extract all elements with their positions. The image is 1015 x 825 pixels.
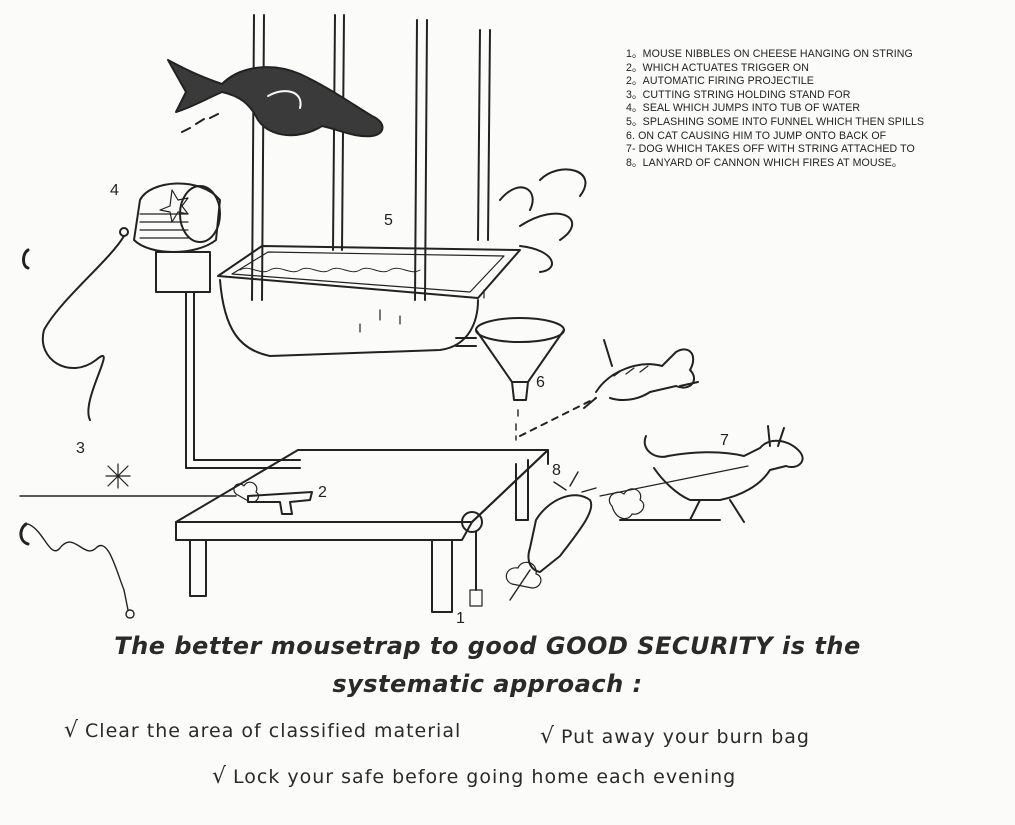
- checklist-item-1: √Clear the area of classified material: [64, 718, 461, 743]
- cannon-drawing: [506, 472, 596, 600]
- label-2: 2: [318, 484, 327, 501]
- step-item: 8。LANYARD OF CANNON WHICH FIRES AT MOUSE…: [626, 156, 903, 169]
- headline-line-1: The better mousetrap to good GOOD SECURI…: [114, 632, 861, 660]
- checkmark-icon: √: [212, 764, 228, 789]
- support-poles: [252, 15, 490, 300]
- step-item: 6. ON CAT CAUSING HIM TO JUMP ONTO BACK …: [626, 129, 887, 142]
- funnel: [456, 318, 564, 440]
- label-7: 7: [720, 432, 729, 449]
- checkmark-icon: √: [540, 724, 556, 749]
- label-3: 3: [76, 440, 85, 457]
- step-item: 3。CUTTING STRING HOLDING STAND FOR: [626, 88, 851, 101]
- step-item: 4。SEAL WHICH JUMPS INTO TUB OF WATER: [626, 102, 861, 115]
- stand-cylinder: [43, 183, 300, 468]
- headline-line-2: systematic approach :: [332, 670, 643, 698]
- label-5: 5: [384, 212, 393, 229]
- spark-drawing: [106, 464, 130, 488]
- label-8: 8: [552, 462, 561, 479]
- cat-drawing: [520, 340, 698, 436]
- water-tub: [218, 169, 585, 356]
- step-item: 1。MOUSE NIBBLES ON CHEESE HANGING ON STR…: [626, 48, 913, 60]
- table-drawing: [176, 450, 548, 612]
- step-item: 2。AUTOMATIC FIRING PROJECTILE: [626, 75, 814, 88]
- checklist-item-1-label: Clear the area of classified material: [85, 720, 462, 742]
- step-item: 5。SPLASHING SOME INTO FUNNEL WHICH THEN …: [626, 115, 925, 128]
- hanging-string: [21, 250, 134, 618]
- seal-drawing: [168, 60, 383, 136]
- step-item: 2。WHICH ACTUATES TRIGGER ON: [626, 61, 810, 74]
- gun-drawing: [20, 482, 312, 514]
- checklist-item-3-label: Lock your safe before going home each ev…: [233, 766, 737, 788]
- label-4: 4: [110, 182, 119, 199]
- label-6: 6: [536, 374, 545, 391]
- checklist-item-3: √Lock your safe before going home each e…: [212, 764, 736, 789]
- step-item: 7- DOG WHICH TAKES OFF WITH STRING ATTAC…: [626, 143, 915, 156]
- mousetrap-illustration: [0, 0, 1015, 625]
- checklist-item-2-label: Put away your burn bag: [561, 726, 810, 748]
- dog-drawing: [600, 426, 803, 522]
- checklist-item-2: √Put away your burn bag: [540, 724, 810, 749]
- label-1: 1: [456, 610, 465, 627]
- steps-list: 1。MOUSE NIBBLES ON CHEESE HANGING ON STR…: [626, 48, 924, 170]
- checkmark-icon: √: [64, 718, 80, 743]
